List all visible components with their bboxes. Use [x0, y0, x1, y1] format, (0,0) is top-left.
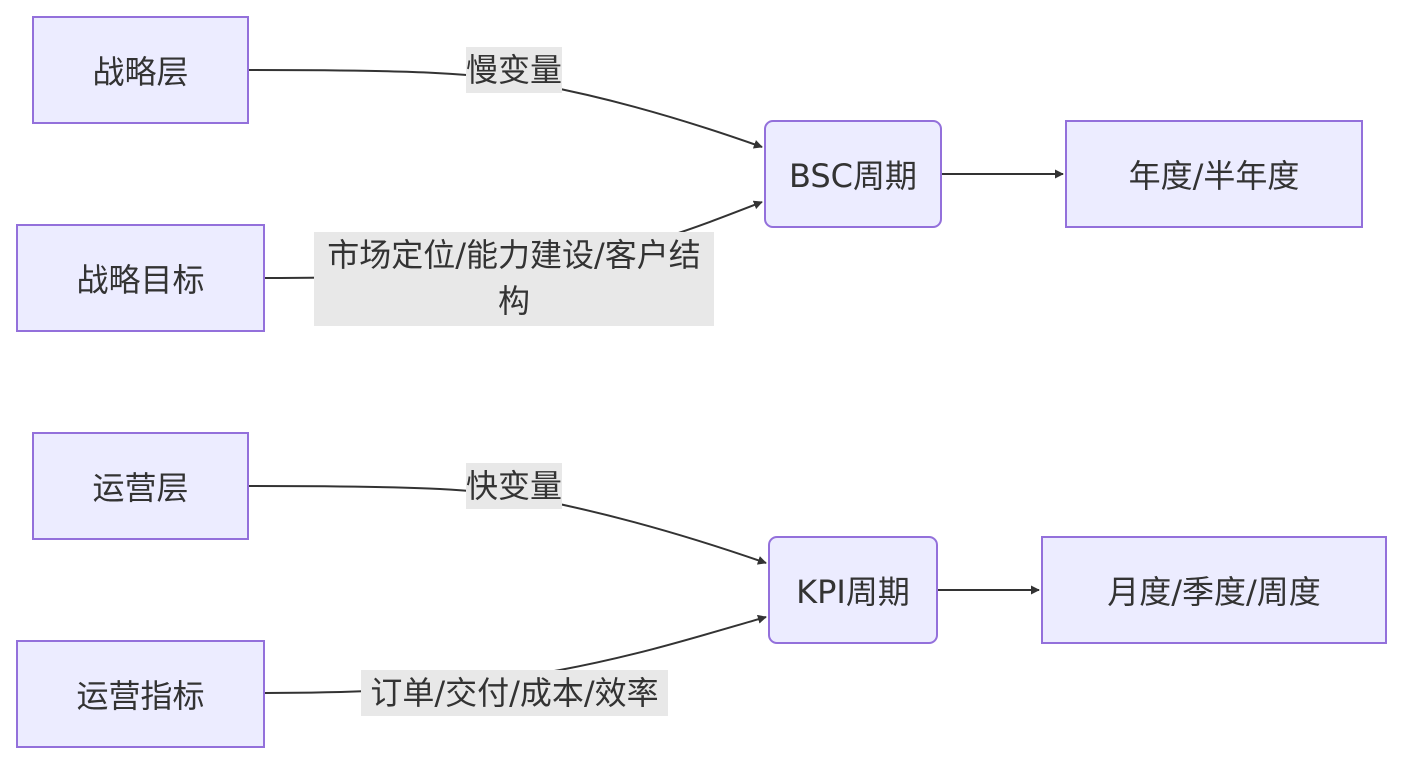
node-strategy-layer: 战略层 — [32, 16, 249, 124]
node-ops-metric: 运营指标 — [16, 640, 265, 748]
node-ops-metric-label: 运营指标 — [76, 677, 205, 715]
node-bsc-period-label: 年度/半年度 — [1128, 157, 1300, 195]
node-bsc-cycle-label: BSC周期 — [788, 157, 918, 195]
node-ops-layer: 运营层 — [32, 432, 249, 540]
edge-label-ops-items: 订单/交付/成本/效率 — [361, 670, 668, 716]
edge-label-slow-variable: 慢变量 — [466, 47, 562, 93]
node-kpi-period: 月度/季度/周度 — [1041, 536, 1387, 644]
node-kpi-period-label: 月度/季度/周度 — [1107, 573, 1321, 611]
node-strategy-goal: 战略目标 — [16, 224, 265, 332]
node-strategy-goal-label: 战略目标 — [76, 261, 205, 299]
edge-label-strategy-items: 市场定位/能力建设/客户结构 — [314, 232, 714, 326]
node-bsc-cycle: BSC周期 — [764, 120, 942, 228]
node-strategy-layer-label: 战略层 — [92, 53, 189, 91]
node-ops-layer-label: 运营层 — [92, 469, 189, 507]
node-kpi-cycle: KPI周期 — [768, 536, 938, 644]
node-bsc-period: 年度/半年度 — [1065, 120, 1363, 228]
edge-label-fast-variable: 快变量 — [466, 463, 562, 509]
node-kpi-cycle-label: KPI周期 — [796, 573, 910, 611]
